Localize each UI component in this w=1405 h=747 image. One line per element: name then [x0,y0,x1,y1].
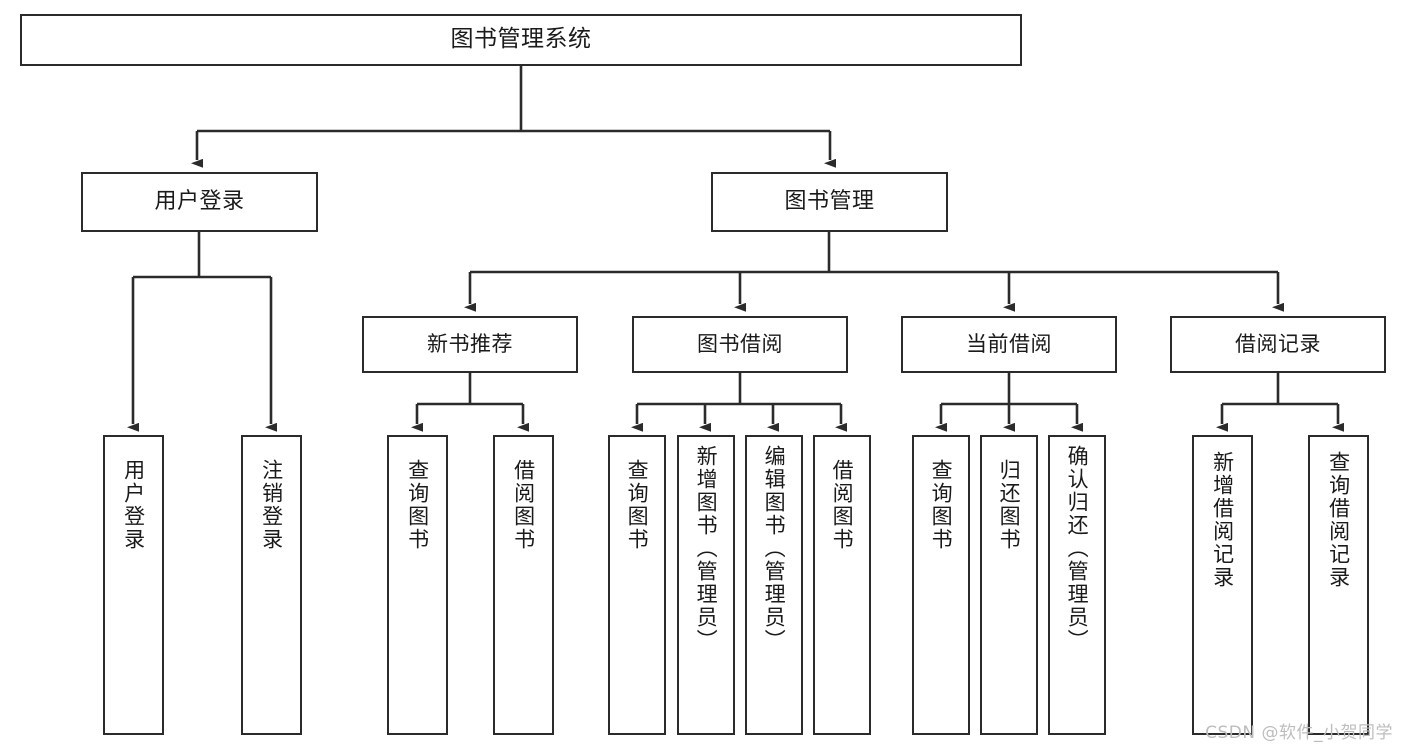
node-leaf-query-borrow-record-label: 查询借阅记录 [1326,451,1351,589]
node-leaf-query-book-borrow-label: 查询图书 [625,459,650,551]
node-borrow-record-label: 借阅记录 [1235,332,1321,357]
node-leaf-borrow-book-label: 借阅图书 [830,459,855,551]
node-leaf-add-book[interactable]: 新增图书（管理员） [677,435,735,735]
node-leaf-edit-book-label: 编辑图书（管理员） [762,445,787,652]
node-current-borrow[interactable]: 当前借阅 [901,316,1117,373]
node-user-login[interactable]: 用户登录 [81,172,318,232]
node-root-label: 图书管理系统 [450,26,592,53]
node-leaf-borrow-book-recommend[interactable]: 借阅图书 [493,435,554,735]
node-leaf-query-book-recommend-label: 查询图书 [405,459,430,551]
node-leaf-query-borrow-record[interactable]: 查询借阅记录 [1308,435,1369,735]
node-leaf-query-book-borrow[interactable]: 查询图书 [608,435,666,735]
node-leaf-add-borrow-record[interactable]: 新增借阅记录 [1192,435,1253,735]
node-leaf-confirm-return-label: 确认归还（管理员） [1065,445,1090,652]
node-leaf-borrow-book-recommend-label: 借阅图书 [511,459,536,551]
node-leaf-return-book-label: 归还图书 [997,459,1022,551]
node-leaf-add-borrow-record-label: 新增借阅记录 [1210,451,1235,589]
node-root[interactable]: 图书管理系统 [20,14,1022,66]
node-leaf-edit-book[interactable]: 编辑图书（管理员） [745,435,803,735]
node-leaf-borrow-book[interactable]: 借阅图书 [813,435,871,735]
node-book-borrow-label: 图书借阅 [697,332,783,357]
node-leaf-logout-label: 注销登录 [259,459,284,551]
node-book-management-label: 图书管理 [784,189,875,215]
node-new-book-recommend[interactable]: 新书推荐 [362,316,578,373]
node-book-management[interactable]: 图书管理 [711,172,948,232]
node-leaf-add-book-label: 新增图书（管理员） [694,445,719,652]
node-leaf-user-login-label: 用户登录 [121,459,146,551]
node-leaf-return-book[interactable]: 归还图书 [980,435,1038,735]
node-user-login-label: 用户登录 [154,189,245,215]
node-new-book-recommend-label: 新书推荐 [427,332,513,357]
node-leaf-user-login[interactable]: 用户登录 [103,435,164,735]
node-leaf-logout[interactable]: 注销登录 [241,435,302,735]
node-current-borrow-label: 当前借阅 [966,332,1052,357]
node-book-borrow[interactable]: 图书借阅 [632,316,848,373]
node-leaf-query-book-current[interactable]: 查询图书 [912,435,970,735]
node-leaf-query-book-recommend[interactable]: 查询图书 [387,435,448,735]
node-borrow-record[interactable]: 借阅记录 [1170,316,1386,373]
node-leaf-confirm-return[interactable]: 确认归还（管理员） [1048,435,1106,735]
node-leaf-query-book-current-label: 查询图书 [929,459,954,551]
